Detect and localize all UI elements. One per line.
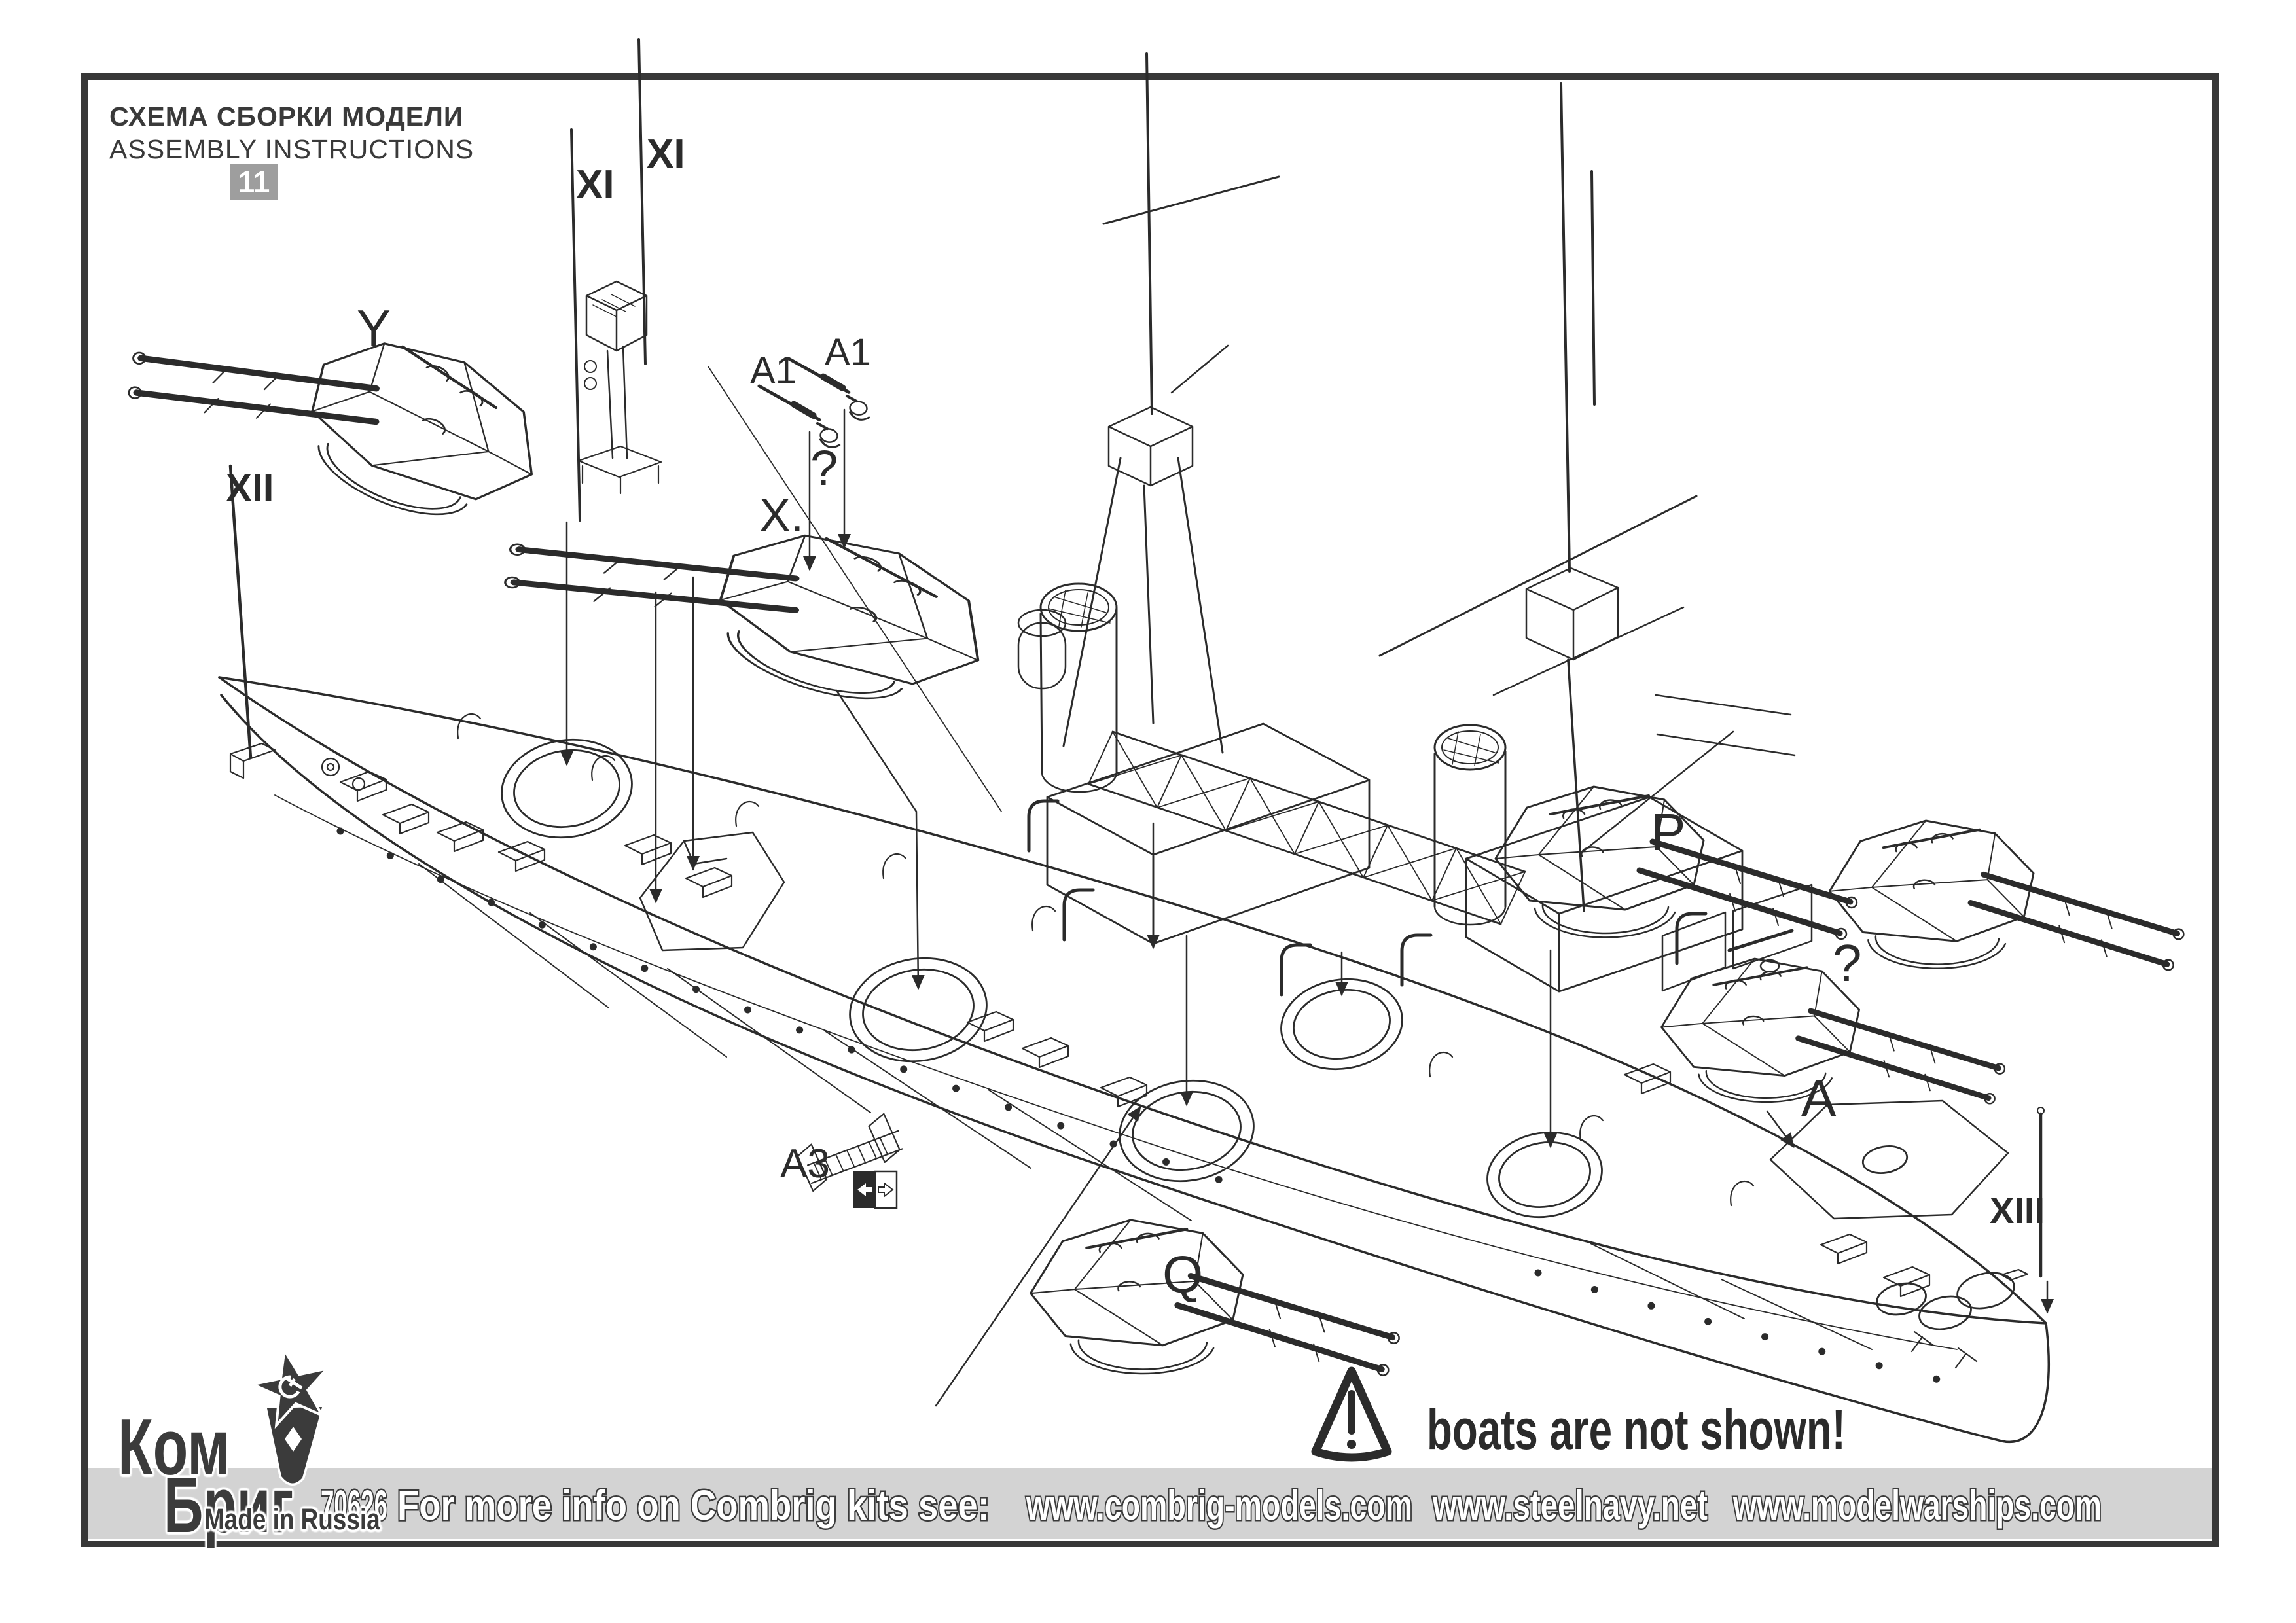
main-yard xyxy=(1378,495,1698,657)
part-label-a1-1: A1 xyxy=(750,349,797,392)
funnel-grate xyxy=(1048,590,1111,628)
part-mast-xi xyxy=(570,38,662,522)
warning-icon xyxy=(1311,1366,1392,1462)
masts xyxy=(708,52,1734,912)
turret-q xyxy=(1031,1220,1399,1376)
part-a3-ladder xyxy=(797,1113,903,1192)
part-staff-xii xyxy=(228,464,276,779)
part-label-a: A xyxy=(1801,1069,1837,1127)
part-label-question-2: ? xyxy=(1833,934,1862,992)
turret-question xyxy=(1829,821,2183,970)
stern-booms xyxy=(1655,694,1796,757)
page-title-ru: СХЕМА СБОРКИ МОДЕЛИ xyxy=(109,101,464,132)
kit-number: 70626 xyxy=(321,1482,387,1529)
funnels xyxy=(1039,582,1507,926)
page-frame xyxy=(81,73,2219,1547)
turret-y xyxy=(116,245,567,551)
hull xyxy=(218,676,2051,1444)
logo-brand-line2: Бриг xyxy=(164,1461,294,1549)
part-label-x: X. xyxy=(759,490,804,542)
footer-bar xyxy=(87,1468,2214,1539)
part-label-a1-2: A1 xyxy=(825,331,871,374)
part-label-q: Q xyxy=(1162,1245,1204,1304)
logo-tagline: Made in Russia xyxy=(204,1503,380,1536)
step-number-badge: 11 xyxy=(230,164,278,200)
barbette-rings xyxy=(501,738,2015,1369)
part-a1-gun xyxy=(752,386,846,448)
page-title-en: ASSEMBLY INSTRUCTIONS xyxy=(109,134,475,164)
leader-arrows xyxy=(560,408,2054,1407)
deck-fittings xyxy=(321,713,1931,1298)
net-shelf xyxy=(274,794,1958,1350)
ship-drawing xyxy=(116,38,2183,1444)
rigging-line xyxy=(708,366,1002,812)
part-label-xiii: XIII xyxy=(1990,1190,2045,1231)
logo-brand-line1: Ком xyxy=(118,1402,230,1491)
footer-site-modelwarships: www.modelwarships.com xyxy=(1732,1482,2102,1529)
boat-booms xyxy=(418,863,1873,1350)
part-label-xi-1: XI xyxy=(576,162,615,207)
derrick-boom xyxy=(1583,730,1734,852)
turret-a xyxy=(1662,883,2005,1103)
aft-platform-footprint xyxy=(1769,1099,2009,1220)
soviet-star-icon xyxy=(248,1346,331,1486)
footer-site-steelnavy: www.steelnavy.net xyxy=(1432,1482,1708,1529)
fore-yard xyxy=(1102,175,1280,225)
part-label-question-1: ? xyxy=(810,440,838,496)
fore-fighting-top xyxy=(1107,406,1194,487)
funnel-grate xyxy=(1443,731,1499,766)
main-fighting-top xyxy=(1525,567,1619,661)
part-label-xi-2: XI xyxy=(647,132,685,177)
part-label-xii: XII xyxy=(226,466,274,510)
part-staff-xiii xyxy=(2000,1107,2045,1281)
part-label-a3: A3 xyxy=(780,1141,830,1186)
stern-fairleads xyxy=(1910,1330,1978,1369)
footer: 70626 For more info on Combrig kits see:… xyxy=(319,1480,2104,1531)
hammer-icon xyxy=(285,1376,303,1390)
part-label-p: P xyxy=(1651,803,1686,861)
turret-x xyxy=(490,442,1019,733)
warning-text: boats are not shown! xyxy=(1427,1399,1846,1461)
superstructure xyxy=(1017,609,1796,995)
footer-site-combrig: www.combrig-models.com xyxy=(1026,1482,1412,1529)
footer-info-label: For more info on Combrig kits see: xyxy=(397,1482,990,1529)
portholes-row xyxy=(1534,1269,1994,1395)
direction-swap-icon xyxy=(853,1170,898,1209)
sickle-icon xyxy=(278,1375,300,1399)
part-label-y: Y xyxy=(357,299,391,357)
bridge-footprint xyxy=(639,831,785,952)
